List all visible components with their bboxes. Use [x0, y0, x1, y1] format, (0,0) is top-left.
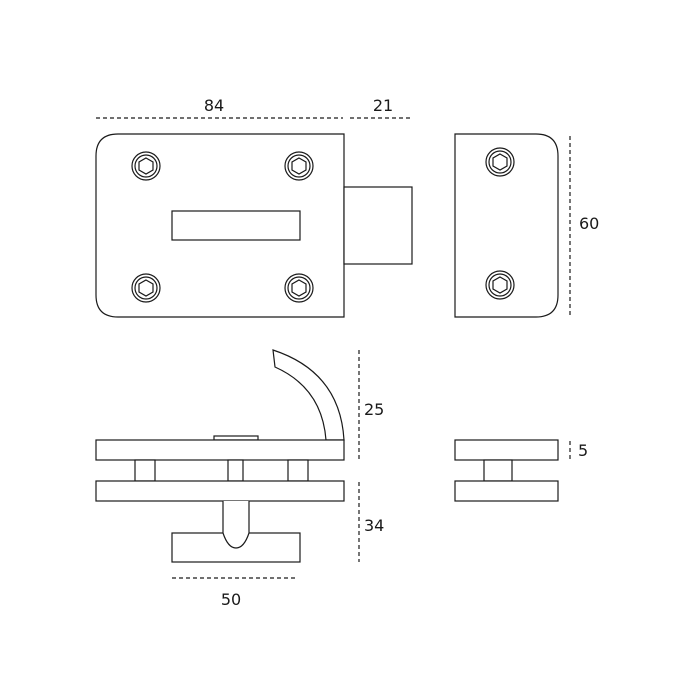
screw-icon: [485, 270, 515, 300]
dimension-label-bolt-projection: 21: [373, 96, 393, 115]
spacer: [287, 459, 309, 482]
dimension-label-knob-depth: 34: [364, 516, 384, 535]
screw-icon: [284, 151, 314, 181]
dimension-label-body-width: 84: [204, 96, 224, 115]
side-view-keep: 5: [454, 439, 588, 502]
spacer: [134, 459, 156, 482]
screw-icon: [284, 273, 314, 303]
keep-lower-plate: [454, 480, 559, 502]
dimension-label-keep-height: 60: [579, 214, 599, 233]
dimension-label-handle-height: 25: [364, 400, 384, 419]
dimension-label-knob-width: 50: [221, 590, 241, 609]
bolt: [343, 186, 413, 265]
keep-upper-plate: [454, 439, 559, 461]
side-view-latch: 25 34 50: [95, 349, 384, 609]
upper-plate: [95, 439, 345, 461]
slot: [171, 210, 301, 241]
handle: [272, 349, 345, 441]
screw-icon: [131, 151, 161, 181]
keep-spacer: [483, 459, 513, 482]
front-view-latch-body: 84 21: [95, 96, 413, 318]
dimension-label-plate-thickness: 5: [578, 441, 588, 460]
screw-icon: [485, 147, 515, 177]
lower-plate: [95, 480, 345, 502]
front-view-keep: 60: [454, 133, 599, 318]
keep-plate: [454, 133, 559, 318]
slot-cap: [213, 435, 259, 441]
screw-icon: [131, 273, 161, 303]
spacer: [227, 459, 244, 482]
knob-stem: [222, 501, 250, 549]
